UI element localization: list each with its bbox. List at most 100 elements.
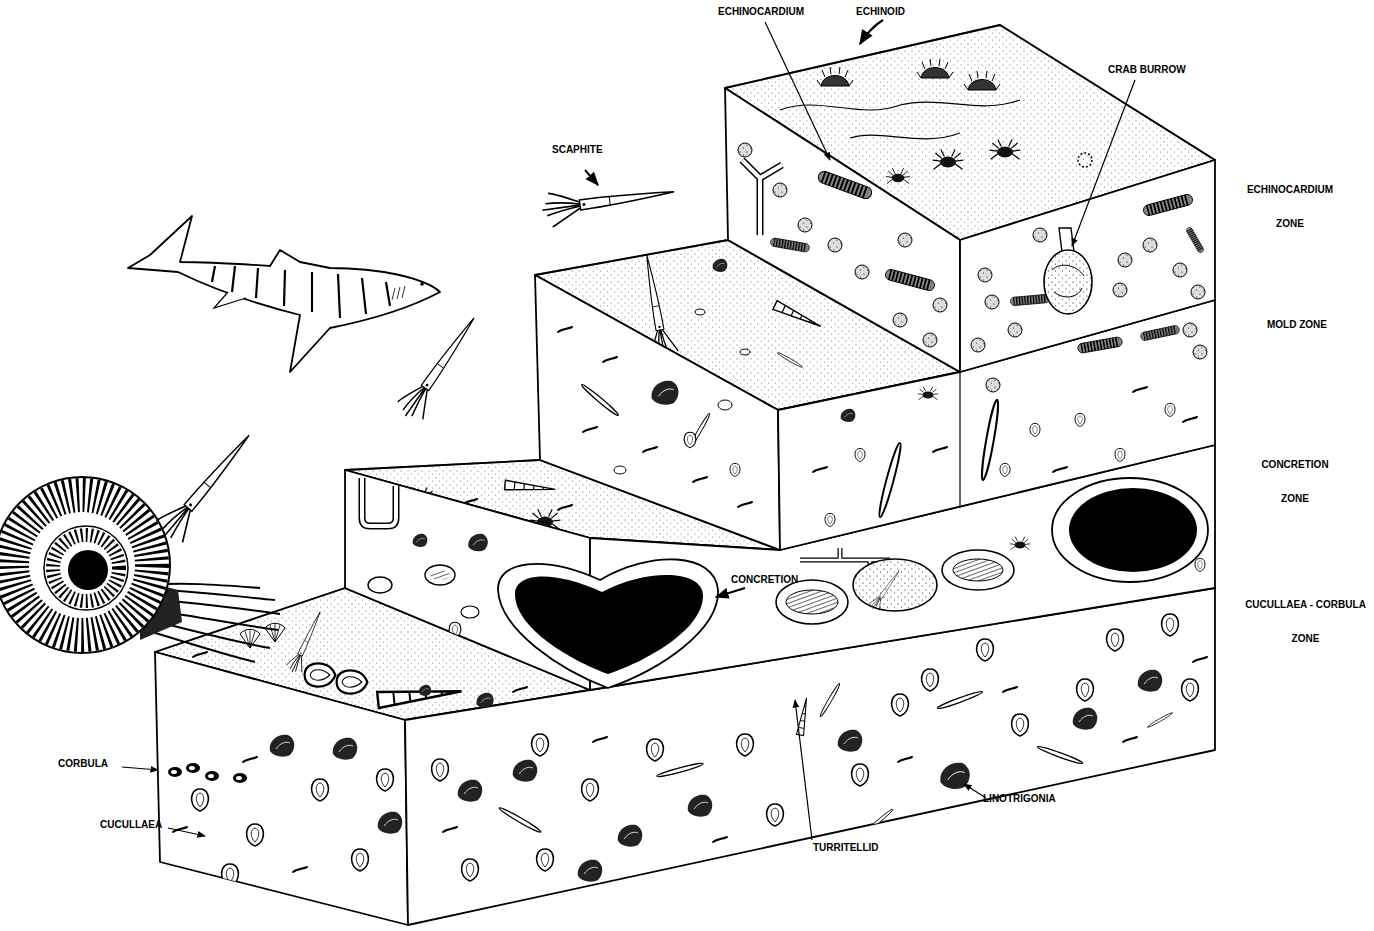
sea-floor-fossils <box>634 253 679 363</box>
zone-label: CONCRETION ZONE <box>1254 448 1336 516</box>
cucullaea-corbula-fossils <box>186 763 200 773</box>
callout-label: CRAB BURROW <box>1108 64 1186 76</box>
cucullaea-corbula-fossils <box>1182 679 1199 701</box>
cucullaea-corbula-fossils <box>767 804 784 826</box>
echinocardium-fossils <box>1113 283 1127 297</box>
echinocardium-fossils <box>742 160 782 235</box>
concretion-nodule <box>498 559 718 688</box>
concretion-fossils <box>362 478 396 526</box>
concretion-fossils <box>953 559 1003 581</box>
sea-floor-fossils <box>513 687 527 692</box>
cucullaea-corbula-fossils <box>1003 687 1017 692</box>
mold-fossils <box>614 466 626 474</box>
echinocardium-fossils <box>884 268 935 291</box>
echinocardium-fossils <box>773 183 787 197</box>
mold-fossils <box>1183 323 1197 337</box>
echinocardium-fossils <box>1118 253 1132 267</box>
echinocardium-fossils <box>738 143 947 347</box>
mold-fossils <box>933 447 947 452</box>
concretion-fossils <box>1069 488 1197 572</box>
shark-drawing <box>214 292 246 308</box>
echinocardium-fossils <box>828 238 842 252</box>
callout-label: CUCULLAEA <box>100 819 162 831</box>
cucullaea-corbula-fossils <box>1107 629 1124 651</box>
mold-fossils <box>684 432 696 447</box>
concretion-fossils <box>362 478 488 638</box>
cucullaea-corbula-fossils <box>937 690 984 711</box>
cephalopod-drawing <box>151 176 676 549</box>
sea-floor-fossils <box>505 480 556 494</box>
cucullaea-corbula-fossils <box>582 779 599 801</box>
mold-fossils <box>583 427 597 432</box>
cucullaea-corbula-fossils <box>819 682 841 717</box>
block-faces <box>959 372 960 506</box>
cephalopod-drawing <box>151 425 263 549</box>
shark-drawing <box>392 286 405 300</box>
mold-fossils <box>693 477 707 482</box>
cucullaea-corbula-fossils <box>1138 670 1163 692</box>
cucullaea-corbula-fossils <box>922 669 939 691</box>
cucullaea-corbula-fossils <box>378 812 403 834</box>
sea-floor-fossils <box>933 149 964 169</box>
cucullaea-corbula-fossils <box>498 806 542 834</box>
concretion-fossils <box>786 590 838 614</box>
mold-fossils <box>643 447 657 452</box>
echinocardium-fossils <box>971 193 1205 352</box>
cucullaea-corbula-fossils <box>205 771 219 781</box>
cucullaea-corbula-fossils <box>243 757 257 762</box>
zone-label: ECHINOCARDIUM ZONE <box>1240 173 1340 241</box>
callout-label: TURRITELLID <box>813 842 879 854</box>
sea-floor-fossils <box>780 100 1020 110</box>
concretion-fossils <box>425 565 455 585</box>
mold-fossils <box>718 400 732 410</box>
shark-drawing <box>128 216 440 372</box>
echinocardium-fossils <box>1142 193 1193 216</box>
mold-fossils <box>813 323 1207 527</box>
cucullaea-corbula-fossils <box>977 639 994 661</box>
leader-arrow <box>122 767 158 770</box>
cucullaea-corbula-fossils <box>1162 614 1179 636</box>
callout-label: LINOTRIGONIA <box>983 793 1056 805</box>
cucullaea-corbula-fossils <box>838 730 863 752</box>
sea-floor-fossils <box>817 67 853 86</box>
sea-floor-fossils <box>530 509 561 529</box>
cucullaea-corbula-fossils <box>866 808 894 832</box>
cucullaea-corbula-fossils <box>1073 708 1098 730</box>
callout-label: CONCRETION <box>731 574 798 586</box>
leader-arrow <box>122 20 1135 840</box>
cucullaea-corbula-fossils <box>312 779 329 801</box>
cucullaea-corbula-fossils <box>1193 657 1207 662</box>
cucullaea-corbula-fossils <box>247 824 264 846</box>
zone-label: MOLD ZONE <box>1247 308 1347 342</box>
mold-fossils <box>1030 423 1040 436</box>
leader-arrow <box>585 170 598 185</box>
ammonite-drawing <box>68 550 108 590</box>
cucullaea-corbula-fossils <box>618 825 643 847</box>
callout-label: ECHINOID <box>856 6 905 18</box>
sea-floor-fossils <box>285 609 329 676</box>
cucullaea-corbula-fossils <box>578 860 603 882</box>
sea-floor-fossils <box>695 309 705 315</box>
block-faces <box>725 88 960 372</box>
block-faces <box>155 652 408 925</box>
echinocardium-fossils <box>1052 265 1084 297</box>
sea-floor-fossils <box>476 693 493 708</box>
cucullaea-corbula-fossils <box>233 773 247 783</box>
echinocardium-fossils <box>1173 263 1187 277</box>
shark-drawing <box>212 266 390 318</box>
ammonite-drawing <box>0 477 280 662</box>
echinocardium-fossils <box>933 298 947 312</box>
echinocardium-fossils <box>855 265 869 279</box>
concretion-fossils <box>368 577 392 593</box>
cucullaea-corbula-fossils <box>593 737 607 742</box>
concretion-fossils <box>413 534 428 547</box>
mold-fossils <box>1053 467 1067 472</box>
concretion-fossils <box>430 570 450 580</box>
leader-arrow <box>860 20 883 44</box>
cucullaea-corbula-fossils <box>432 759 449 781</box>
cucullaea-corbula-fossils <box>748 870 773 892</box>
sea-floor-fossils <box>964 71 1000 90</box>
sea-floor-fossils <box>850 133 960 139</box>
echinocardium-fossils <box>770 237 810 252</box>
sea-floor-fossils <box>917 59 953 78</box>
